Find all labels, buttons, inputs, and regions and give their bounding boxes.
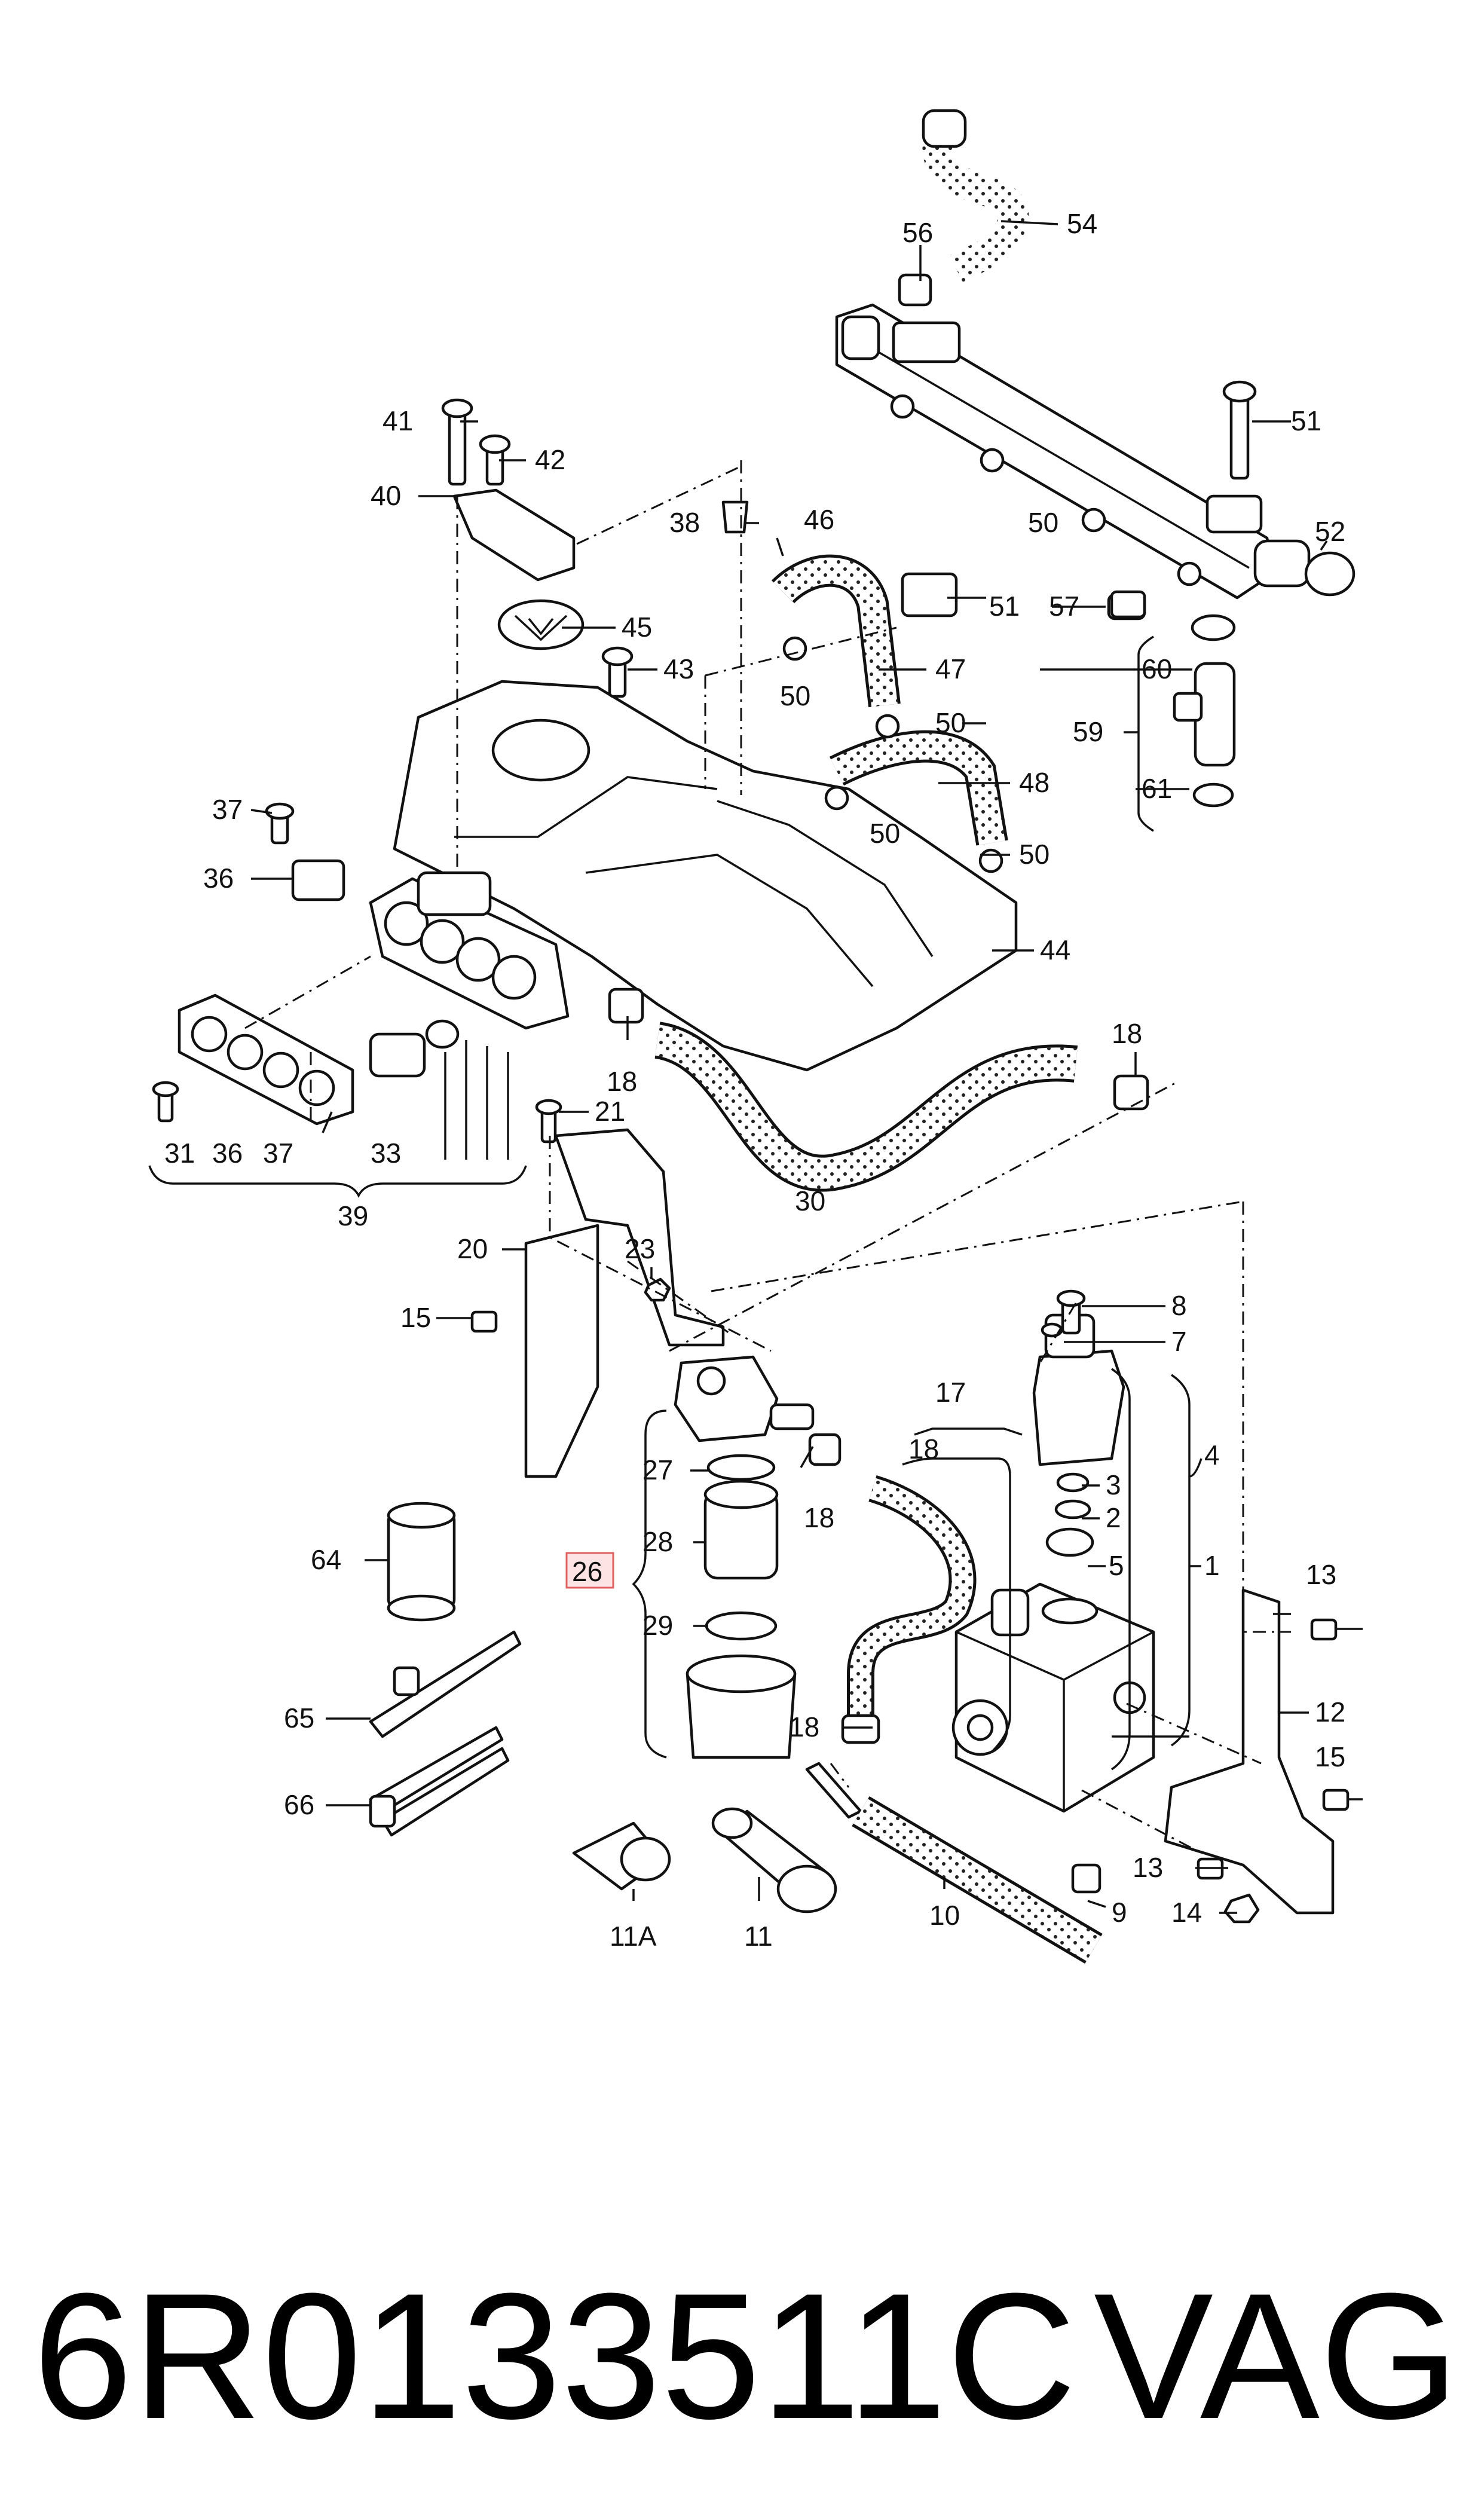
label-12: 12 bbox=[1315, 1696, 1345, 1728]
label-36: 36 bbox=[203, 863, 234, 894]
label-21: 21 bbox=[595, 1096, 625, 1127]
label-23: 23 bbox=[625, 1233, 655, 1264]
label-66: 66 bbox=[284, 1789, 314, 1820]
leader-lines bbox=[148, 220, 1363, 1914]
part-labels: 54 56 51 50 52 57 60 59 61 51 46 47 50 5… bbox=[164, 208, 1345, 1952]
label-11: 11 bbox=[744, 1921, 773, 1952]
label-51: 51 bbox=[989, 591, 1020, 622]
label-50a: 50 bbox=[780, 680, 810, 711]
label-18d: 18 bbox=[804, 1502, 834, 1533]
fuel-rail-assembly bbox=[835, 109, 1356, 600]
label-30: 30 bbox=[795, 1185, 825, 1216]
label-44: 44 bbox=[1040, 934, 1070, 965]
label-53: 51 bbox=[1291, 405, 1321, 436]
label-15a: 15 bbox=[400, 1302, 431, 1333]
label-31: 31 bbox=[164, 1138, 195, 1169]
pump-bracket-12 bbox=[1164, 1588, 1350, 1924]
label-13b: 13 bbox=[1133, 1852, 1163, 1883]
label-50b: 50 bbox=[935, 707, 966, 738]
label-37: 37 bbox=[212, 794, 243, 825]
label-28: 28 bbox=[642, 1526, 673, 1557]
label-2: 2 bbox=[1106, 1502, 1121, 1533]
label-29: 29 bbox=[642, 1610, 673, 1641]
label-65: 65 bbox=[284, 1702, 314, 1734]
label-9: 9 bbox=[1112, 1897, 1127, 1928]
intake-manifold-cover bbox=[393, 398, 1018, 1072]
label-41: 41 bbox=[383, 405, 413, 436]
label-47: 47 bbox=[935, 653, 966, 684]
hose-10 bbox=[805, 1762, 1103, 1964]
label-3: 3 bbox=[1106, 1469, 1121, 1500]
fuel-pump-1 bbox=[951, 1289, 1155, 1813]
label-11A: 11A bbox=[610, 1921, 657, 1952]
label-8: 8 bbox=[1171, 1290, 1187, 1321]
label-61: 60 bbox=[1142, 653, 1172, 684]
label-36b: 36 bbox=[212, 1138, 243, 1169]
part-number-caption: 6R0133511C bbox=[33, 2255, 1076, 2456]
label-33: 33 bbox=[371, 1138, 401, 1169]
label-45: 45 bbox=[622, 612, 652, 643]
label-18b: 18 bbox=[1112, 1018, 1142, 1049]
label-17: 17 bbox=[935, 1377, 966, 1408]
hose-30 bbox=[608, 988, 1149, 1192]
label-26: 26 bbox=[572, 1556, 602, 1587]
label-27: 27 bbox=[642, 1454, 673, 1485]
label-46: 46 bbox=[804, 504, 834, 535]
label-59: 57 bbox=[1049, 591, 1079, 622]
label-62: 61 bbox=[1142, 773, 1172, 804]
label-48: 48 bbox=[1019, 767, 1049, 798]
highlight-box bbox=[565, 1552, 614, 1589]
label-40: 40 bbox=[371, 480, 401, 511]
label-14: 14 bbox=[1171, 1897, 1202, 1928]
label-52: 50 bbox=[1028, 507, 1058, 538]
label-50d: 50 bbox=[1019, 839, 1049, 870]
label-18e: 18 bbox=[789, 1711, 819, 1742]
hoses-46-47-48 bbox=[771, 554, 1146, 873]
label-39: 39 bbox=[338, 1200, 368, 1231]
throttle-body bbox=[152, 802, 570, 1126]
label-20: 20 bbox=[457, 1233, 488, 1264]
label-43: 43 bbox=[663, 653, 694, 684]
label-57: 56 bbox=[902, 217, 933, 248]
small-hose-17 bbox=[808, 1433, 977, 1744]
label-42: 42 bbox=[535, 444, 565, 475]
label-37b: 37 bbox=[263, 1138, 293, 1169]
label-7: 7 bbox=[1171, 1326, 1187, 1357]
label-18c: 18 bbox=[908, 1433, 939, 1465]
label-54: 52 bbox=[1315, 516, 1345, 547]
label-56: 54 bbox=[1067, 208, 1097, 239]
label-4: 4 bbox=[1204, 1439, 1220, 1471]
label-15b: 15 bbox=[1315, 1741, 1345, 1772]
label-5: 5 bbox=[1109, 1550, 1124, 1581]
fuel-filter-26 bbox=[674, 1355, 815, 1759]
label-18a: 18 bbox=[607, 1066, 637, 1097]
label-50c: 50 bbox=[870, 818, 900, 849]
label-64: 64 bbox=[311, 1544, 341, 1575]
label-1: 1 bbox=[1204, 1550, 1220, 1581]
bracket-20 bbox=[470, 1099, 725, 1478]
label-60: 59 bbox=[1073, 716, 1103, 747]
label-10: 10 bbox=[929, 1900, 960, 1931]
label-13a: 13 bbox=[1306, 1559, 1336, 1590]
label-38: 38 bbox=[669, 507, 700, 538]
brand-caption: VAG bbox=[1094, 2255, 1459, 2456]
